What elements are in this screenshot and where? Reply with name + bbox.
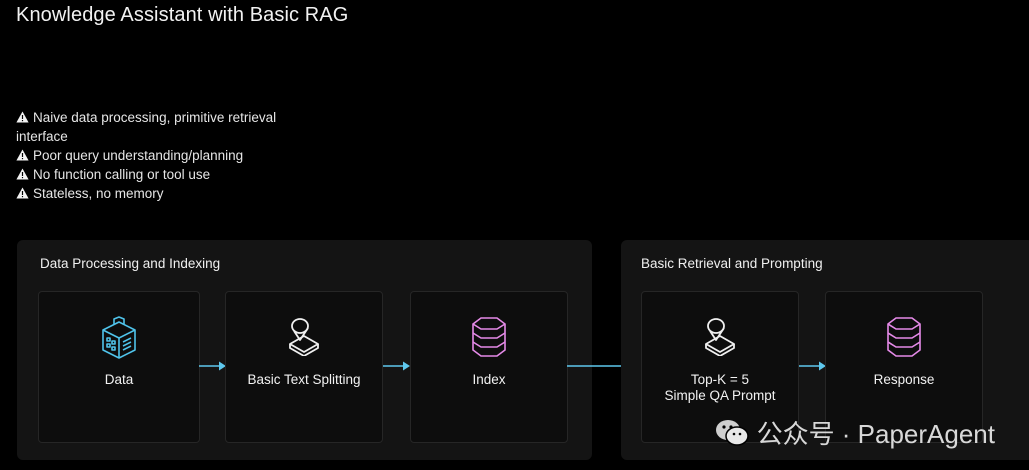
warning-text: Stateless, no memory [33,186,164,201]
node-label: Top-K = 5 [690,372,750,387]
warning-text: Poor query understanding/planning [33,148,244,163]
node-label: Index [472,372,506,387]
node-retrieval: Top-K = 5 Simple QA Prompt [641,291,799,443]
page-title: Knowledge Assistant with Basic RAG [16,4,349,26]
database-icon [887,317,921,357]
warning-text: No function calling or tool use [33,167,211,182]
node-label: Response [873,372,935,387]
splitter-icon [289,318,319,356]
node-label: Simple QA Prompt [664,388,776,403]
node-index: Index [410,291,568,443]
warning-item: Poor query understanding/planning [16,146,316,165]
node-response: Response [825,291,983,443]
data-processing-panel: Data Processing and Indexing Data [17,240,592,460]
wechat-icon [715,419,749,446]
watermark-text: 公众号 · PaperAgent [756,419,995,449]
panel-title: Data Processing and Indexing [40,256,221,271]
node-text-splitting: Basic Text Splitting [225,291,383,443]
warning-icon [16,168,29,180]
retriever-icon [705,318,735,356]
warning-icon [16,187,29,199]
node-data: Data [38,291,200,443]
node-label: Basic Text Splitting [247,372,361,387]
warnings-list: Naive data processing, primitive retriev… [16,108,316,203]
arrow-icon [799,361,826,371]
warning-item: Naive data processing, primitive retriev… [16,108,316,146]
warning-icon [16,111,29,123]
panel-title: Basic Retrieval and Prompting [641,256,823,271]
retrieval-panel: Basic Retrieval and Prompting Top-K = 5 … [621,240,1029,460]
arrow-icon [199,361,226,371]
arrow-icon [383,361,410,371]
warning-item: Stateless, no memory [16,184,316,203]
building-icon [102,316,136,359]
warning-item: No function calling or tool use [16,165,316,184]
database-icon [472,317,506,357]
warning-icon [16,149,29,161]
warning-text: Naive data processing, primitive retriev… [16,110,277,144]
node-label: Data [104,372,134,387]
watermark: 公众号 · PaperAgent [715,414,995,451]
